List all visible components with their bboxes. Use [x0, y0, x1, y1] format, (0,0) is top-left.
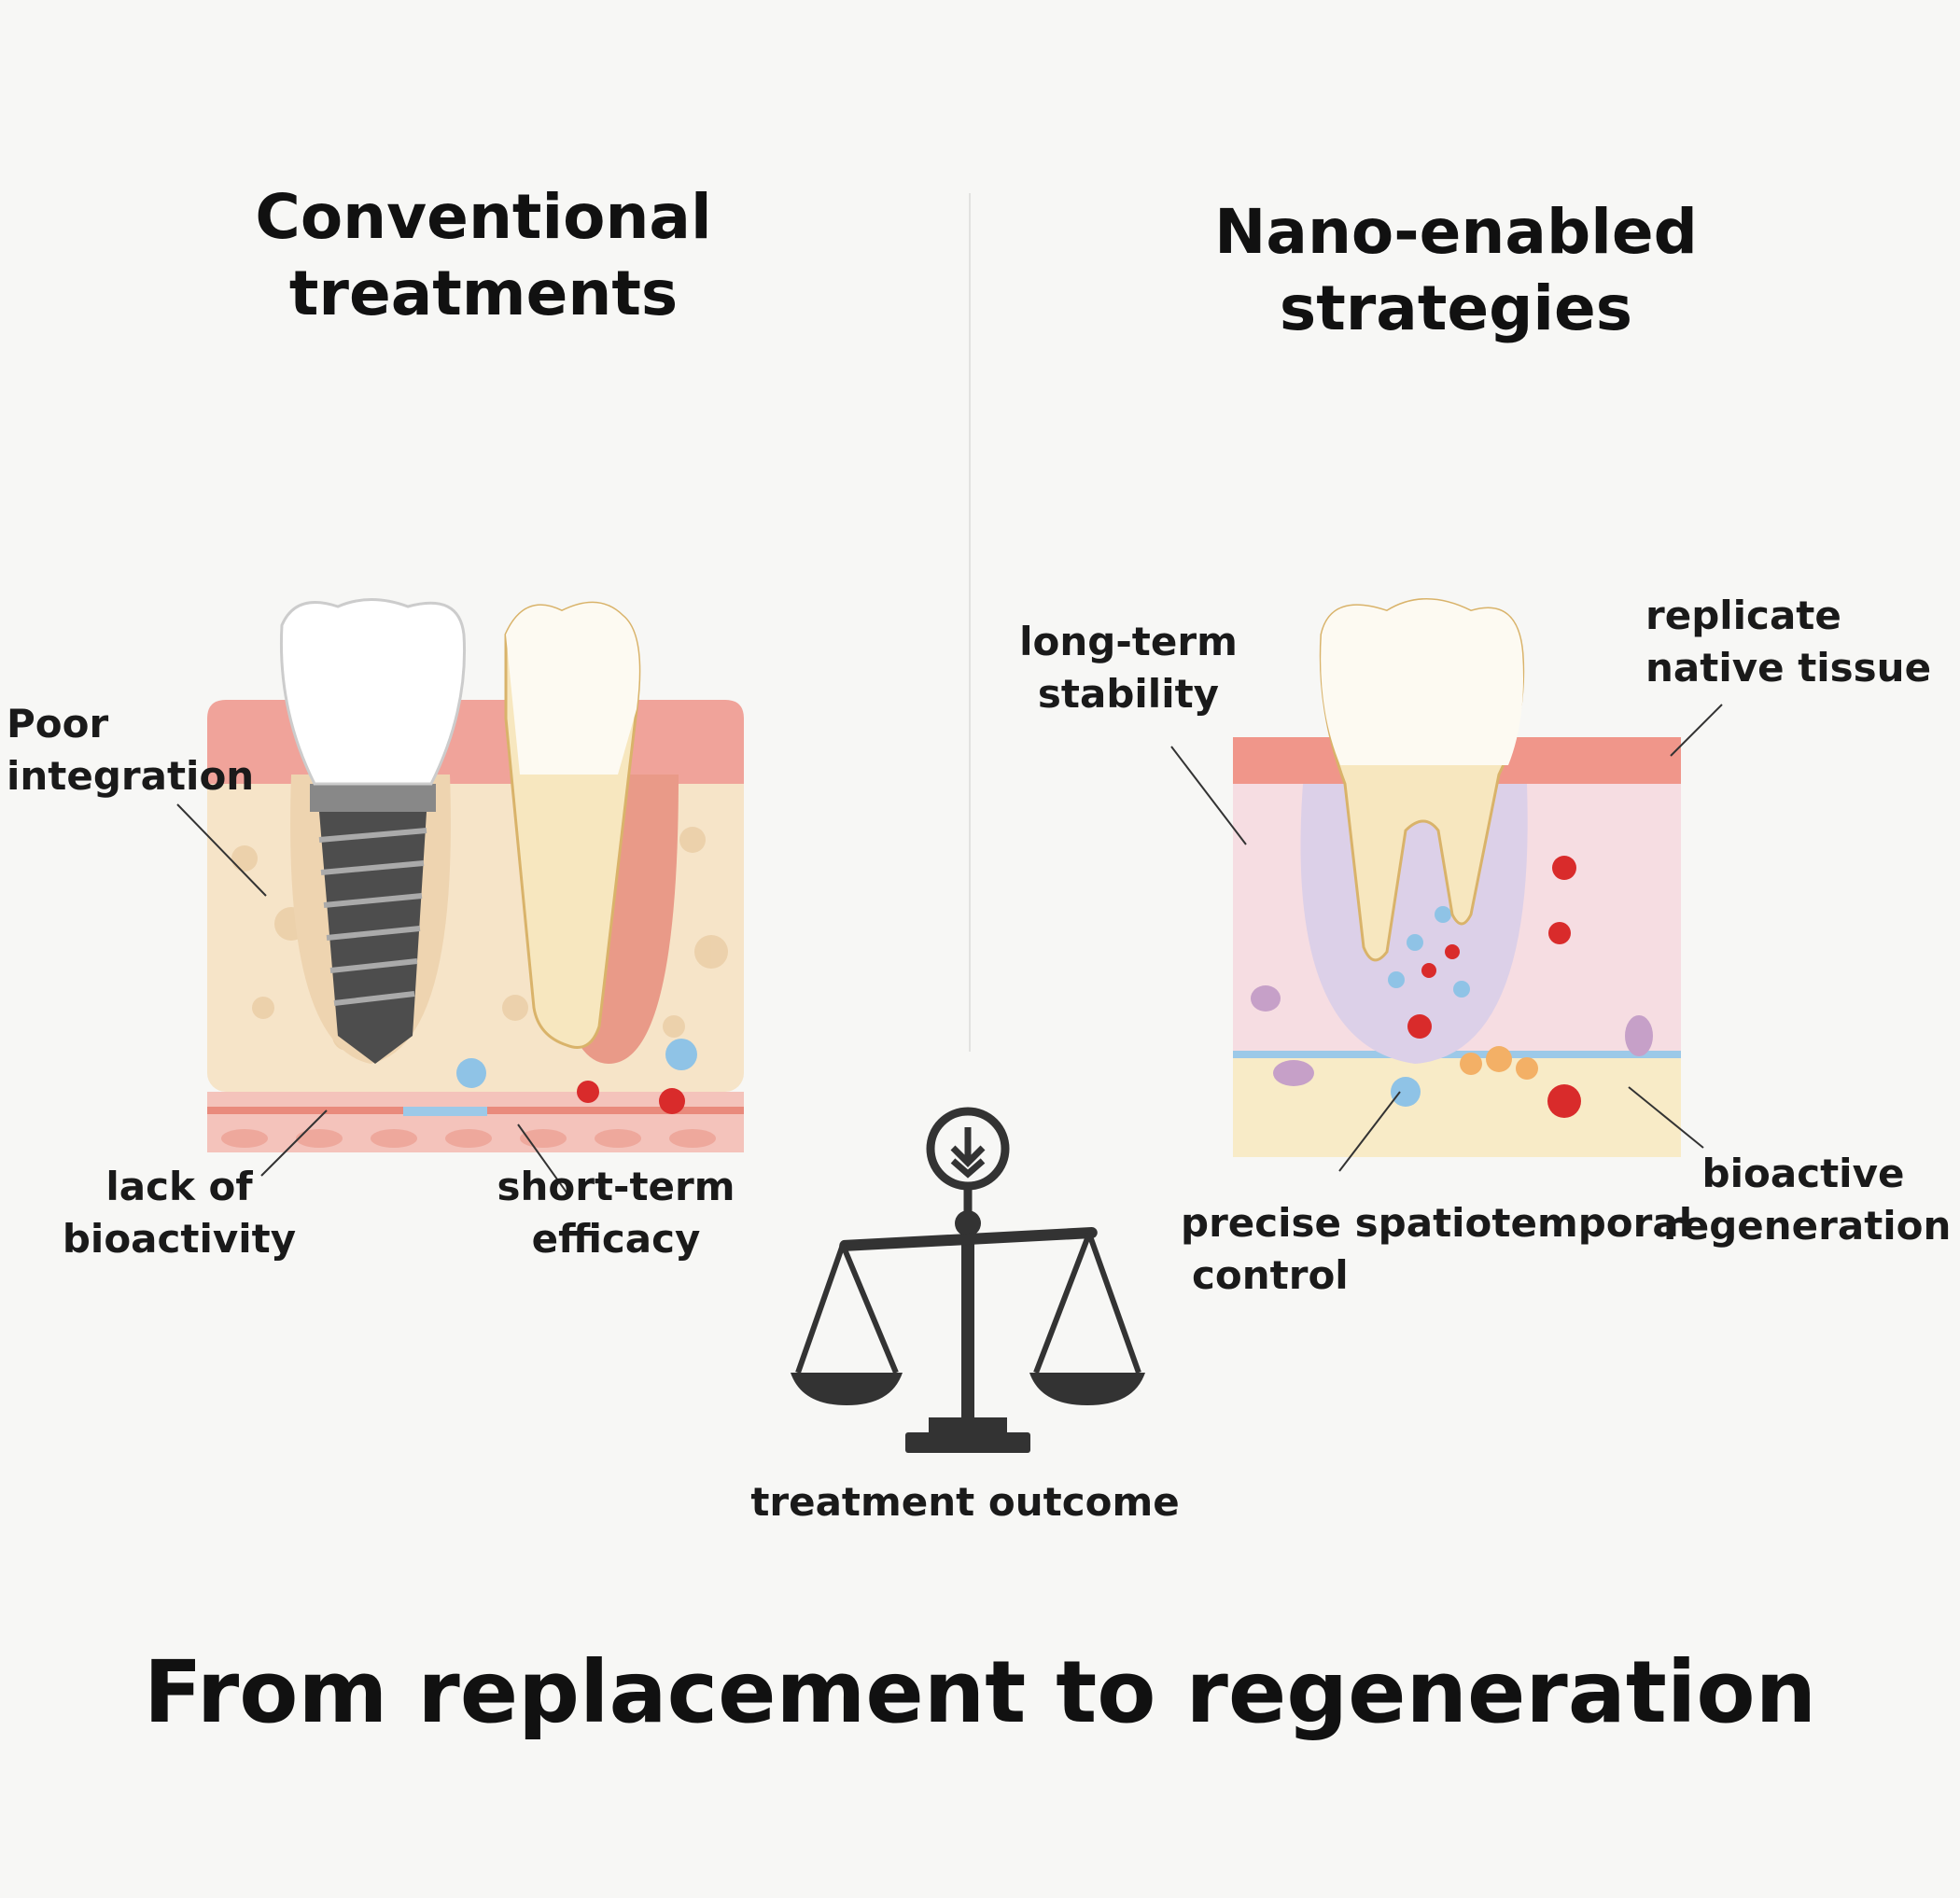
regenerated-tooth-crown	[1321, 599, 1523, 765]
down-arrow-circle-icon	[926, 1107, 1010, 1191]
balance-scale-icon	[791, 1107, 1145, 1453]
natural-tooth-crown	[506, 603, 639, 775]
blue-cell	[456, 1058, 486, 1088]
label-line: replicate	[1645, 593, 1841, 638]
leader-long-term-stability	[1170, 746, 1247, 845]
treatment-outcome-caption: treatment outcome	[750, 1479, 1180, 1525]
vessel-segment	[403, 1107, 487, 1116]
red-nanoparticles	[1370, 856, 1581, 1118]
left-title-line1: Conventional	[255, 181, 712, 253]
label-line: precise spatiotemporal	[1181, 1200, 1693, 1246]
left-title-line2: treatments	[288, 258, 679, 329]
label-line: efficacy	[531, 1216, 701, 1262]
left-title: Conventional treatments	[157, 179, 810, 332]
right-title: Nano-enabled strategies	[1129, 194, 1783, 347]
label-precise-control: precise spatiotemporal control	[1181, 1197, 1692, 1302]
footer-tagline: From replacement to regeneration	[143, 1642, 1817, 1742]
label-line: control	[1192, 1252, 1349, 1298]
leader-bioactive-regeneration	[1628, 1086, 1704, 1149]
leader-precise-control	[1338, 1091, 1401, 1172]
right-title-line1: Nano-enabled	[1214, 196, 1698, 268]
implant-collar	[310, 784, 436, 812]
red-cell	[659, 1088, 685, 1114]
left-pan	[791, 1373, 903, 1405]
label-bioactive-regeneration: bioactive regeneration	[1663, 1148, 1952, 1252]
orange-cells	[1460, 1046, 1538, 1080]
tissue-cells	[221, 1129, 716, 1148]
leader-replicate-native-tissue	[1670, 704, 1723, 757]
label-long-term-stability: long-term stability	[988, 616, 1268, 720]
leader-lack-of-bioactivity	[260, 1109, 328, 1177]
label-lack-of-bioactivity: lack of bioactivity	[39, 1161, 319, 1265]
leader-short-term-efficacy	[517, 1123, 570, 1197]
label-line: bioactivity	[62, 1216, 297, 1262]
label-line: Poor	[7, 701, 109, 747]
implant-crown	[279, 598, 467, 786]
label-line: regeneration	[1663, 1203, 1952, 1249]
right-title-line2: strategies	[1279, 272, 1633, 344]
center-divider	[969, 193, 971, 1052]
label-short-term-efficacy: short-term efficacy	[476, 1161, 756, 1265]
label-replicate-native-tissue: replicate native tissue	[1645, 590, 1931, 694]
purple-cells	[1251, 985, 1653, 1086]
label-line: native tissue	[1645, 645, 1932, 691]
nano-illustration	[1233, 598, 1681, 1157]
right-pan	[1029, 1373, 1145, 1405]
label-line: long-term	[1019, 619, 1238, 664]
label-line: stability	[1037, 671, 1220, 717]
label-line: lack of	[105, 1164, 253, 1209]
conventional-illustration	[207, 598, 744, 1152]
label-line: short-term	[497, 1164, 735, 1209]
label-poor-integration: Poor integration	[7, 698, 254, 802]
red-cell	[577, 1081, 599, 1103]
implant-screw	[318, 812, 427, 1064]
label-line: integration	[7, 753, 255, 799]
leader-poor-integration	[176, 803, 267, 897]
label-line: bioactive	[1701, 1151, 1905, 1196]
scale-base	[905, 1432, 1030, 1453]
blue-cell	[665, 1039, 697, 1070]
